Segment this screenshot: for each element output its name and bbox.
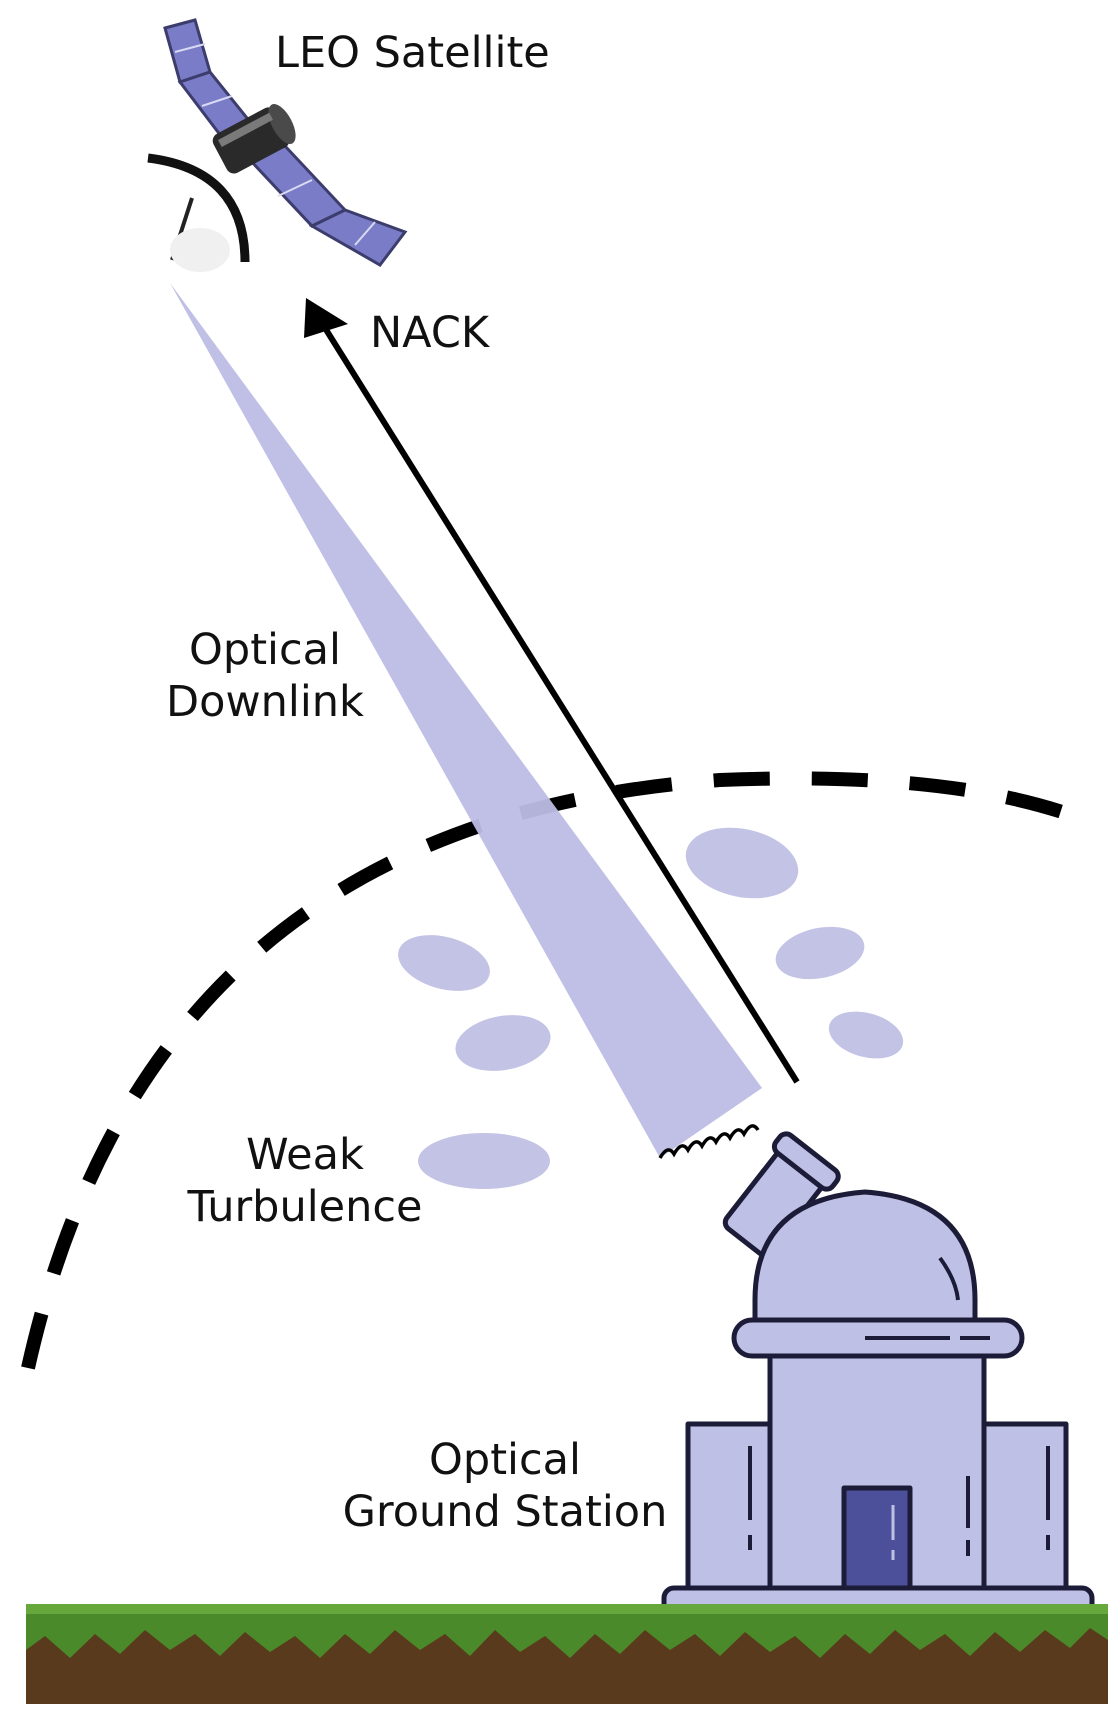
turbulence-label-line1: Weak (246, 1130, 364, 1180)
turbulence-label-line2: Turbulence (187, 1181, 423, 1232)
turbulence-label: Weak Turbulence (170, 1130, 440, 1233)
turbulence-cells (398, 827, 904, 1189)
solar-panel-lower-b (308, 208, 408, 267)
ground-station-label: Optical Ground Station (320, 1435, 690, 1538)
turbulence-cell (455, 1015, 551, 1071)
nack-arrow (317, 318, 800, 1084)
downlink-label-line1: Optical (189, 625, 341, 675)
observatory-dome (752, 1189, 978, 1335)
grass (26, 1604, 1108, 1658)
observatory-door (841, 1485, 913, 1595)
ground-icon (26, 1604, 1108, 1704)
nack-label: NACK (370, 308, 490, 358)
optical-downlink-beam (170, 283, 762, 1158)
observatory-right-wing (979, 1421, 1069, 1595)
downlink-label: Optical Downlink (150, 625, 380, 728)
satellite-body (212, 107, 290, 174)
ground-station-label-line1: Optical (429, 1435, 581, 1485)
satellite-icon (147, 18, 408, 272)
turbulence-cell (398, 935, 490, 991)
nack-arrowhead (304, 298, 348, 338)
observatory-icon (661, 1131, 1095, 1617)
downlink-label-line2: Downlink (166, 676, 364, 727)
turbulence-cell (828, 1011, 904, 1059)
turbulence-cell (418, 1133, 550, 1189)
observatory-left-wing (685, 1421, 775, 1595)
ground-station-label-line2: Ground Station (342, 1486, 668, 1537)
beam-wavefront (658, 1124, 760, 1159)
antenna-dish (147, 153, 250, 263)
satellite-label: LEO Satellite (275, 28, 550, 78)
turbulence-cell (775, 926, 865, 980)
turbulence-cell (685, 827, 799, 899)
